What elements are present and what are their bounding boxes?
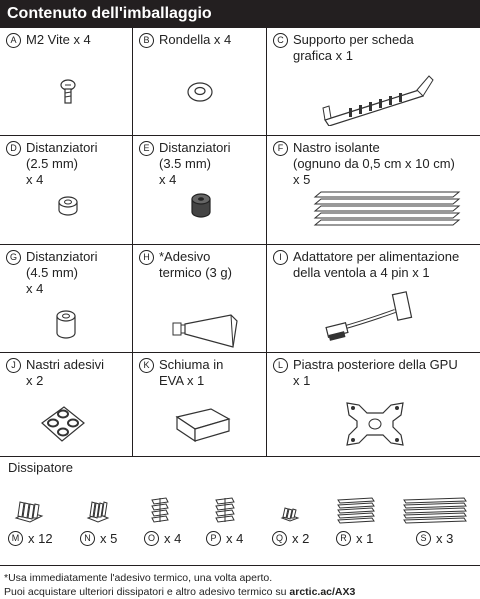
item-label: Distanziatori (4.5 mm) x 4 [26,249,98,296]
website-link[interactable]: arctic.ac/AX3 [289,586,356,598]
heatsink-letter: R [336,531,351,546]
heatsink-letter: S [416,531,431,546]
item-label: Nastro isolante (ognuno da 0,5 cm x 10 c… [293,140,455,187]
item-letter: E [139,141,154,156]
footnote: *Usa immediatamente l'adesivo termico, u… [4,571,355,599]
item-g: G Distanziatori (4.5 mm) x 4 [0,245,133,353]
heatsink-s-icon [403,497,467,524]
heatsink-count: x 4 [164,530,182,546]
spacer-tall-icon [56,310,76,339]
heatsink-count: x 5 [100,530,118,546]
heatsinks-title: Dissipatore [8,460,74,475]
screw-icon [60,79,76,104]
heatsink-n-icon [86,501,110,523]
item-l: L Piastra posteriore della GPU x 1 [267,353,480,457]
item-letter: H [139,250,154,265]
item-k: K Schiuma in EVA x 1 [133,353,267,457]
item-label: Distanziatori (2.5 mm) x 4 [26,140,98,187]
item-letter: L [273,358,288,373]
spacer-icon [58,196,78,216]
footnote-line-2: Puoi acquistare ulteriori dissipatori e … [4,585,355,599]
heatsink-m-icon [14,501,44,523]
item-a: A M2 Vite x 4 [0,28,133,136]
heatsink-count: x 12 [28,530,53,546]
item-label: M2 Vite x 4 [26,32,91,47]
item-label: Distanziatori (3.5 mm) x 4 [159,140,231,187]
thermal-tube-icon [172,314,238,348]
item-letter: D [6,141,21,156]
item-letter: A [6,33,21,48]
heatsink-letter: P [206,531,221,546]
item-f: F Nastro isolante (ognuno da 0,5 cm x 10 … [267,136,480,245]
item-b: B Rondella x 4 [133,28,267,136]
item-label: Nastri adesivi x 2 [26,357,105,388]
backplate-icon [346,402,404,446]
bracket-icon [322,75,434,126]
item-label: *Adesivo termico (3 g) [159,249,232,280]
heatsink-count: x 3 [436,530,454,546]
item-letter: B [139,33,154,48]
item-letter: G [6,250,21,265]
heatsink-r-icon [337,497,375,524]
tape-icon [313,191,461,226]
page-title: Contenuto dell'imballaggio [0,0,480,28]
item-h: H *Adesivo termico (3 g) [133,245,267,353]
item-letter: I [273,250,288,265]
heatsink-p-icon [215,497,235,523]
item-c: C Supporto per scheda grafica x 1 [267,28,480,136]
item-label: Supporto per scheda grafica x 1 [293,32,414,63]
heatsink-q-icon [280,507,300,522]
item-letter: C [273,33,288,48]
washer-icon [187,82,213,102]
item-j: J Nastri adesivi x 2 [0,353,133,457]
item-letter: K [139,358,154,373]
item-i: I Adattatore per alimentazione della vent… [267,245,480,353]
item-letter: F [273,141,288,156]
heatsink-count: x 4 [226,530,244,546]
item-label: Rondella x 4 [159,32,232,47]
heatsink-letter: M [8,531,23,546]
spacer-dark-icon [191,193,211,218]
adhesive-pads-icon [41,406,85,442]
heatsink-letter: Q [272,531,287,546]
heatsink-count: x 2 [292,530,310,546]
heatsink-letter: N [80,531,95,546]
footnote-line-1: *Usa immediatamente l'adesivo termico, u… [4,572,273,584]
item-e: E Distanziatori (3.5 mm) x 4 [133,136,267,245]
item-d: D Distanziatori (2.5 mm) x 4 [0,136,133,245]
footnote-text: Puoi acquistare ulteriori dissipatori e … [4,586,290,598]
item-label: Piastra posteriore della GPU x 1 [293,357,458,388]
item-letter: J [6,358,21,373]
foam-icon [175,408,231,443]
heatsink-count: x 1 [356,530,374,546]
item-label: Adattatore per alimentazione della vento… [293,249,460,280]
heatsink-o-icon [151,497,169,523]
item-label: Schiuma in EVA x 1 [159,357,224,388]
fan-adapter-icon [325,291,413,341]
heatsink-letter: O [144,531,159,546]
